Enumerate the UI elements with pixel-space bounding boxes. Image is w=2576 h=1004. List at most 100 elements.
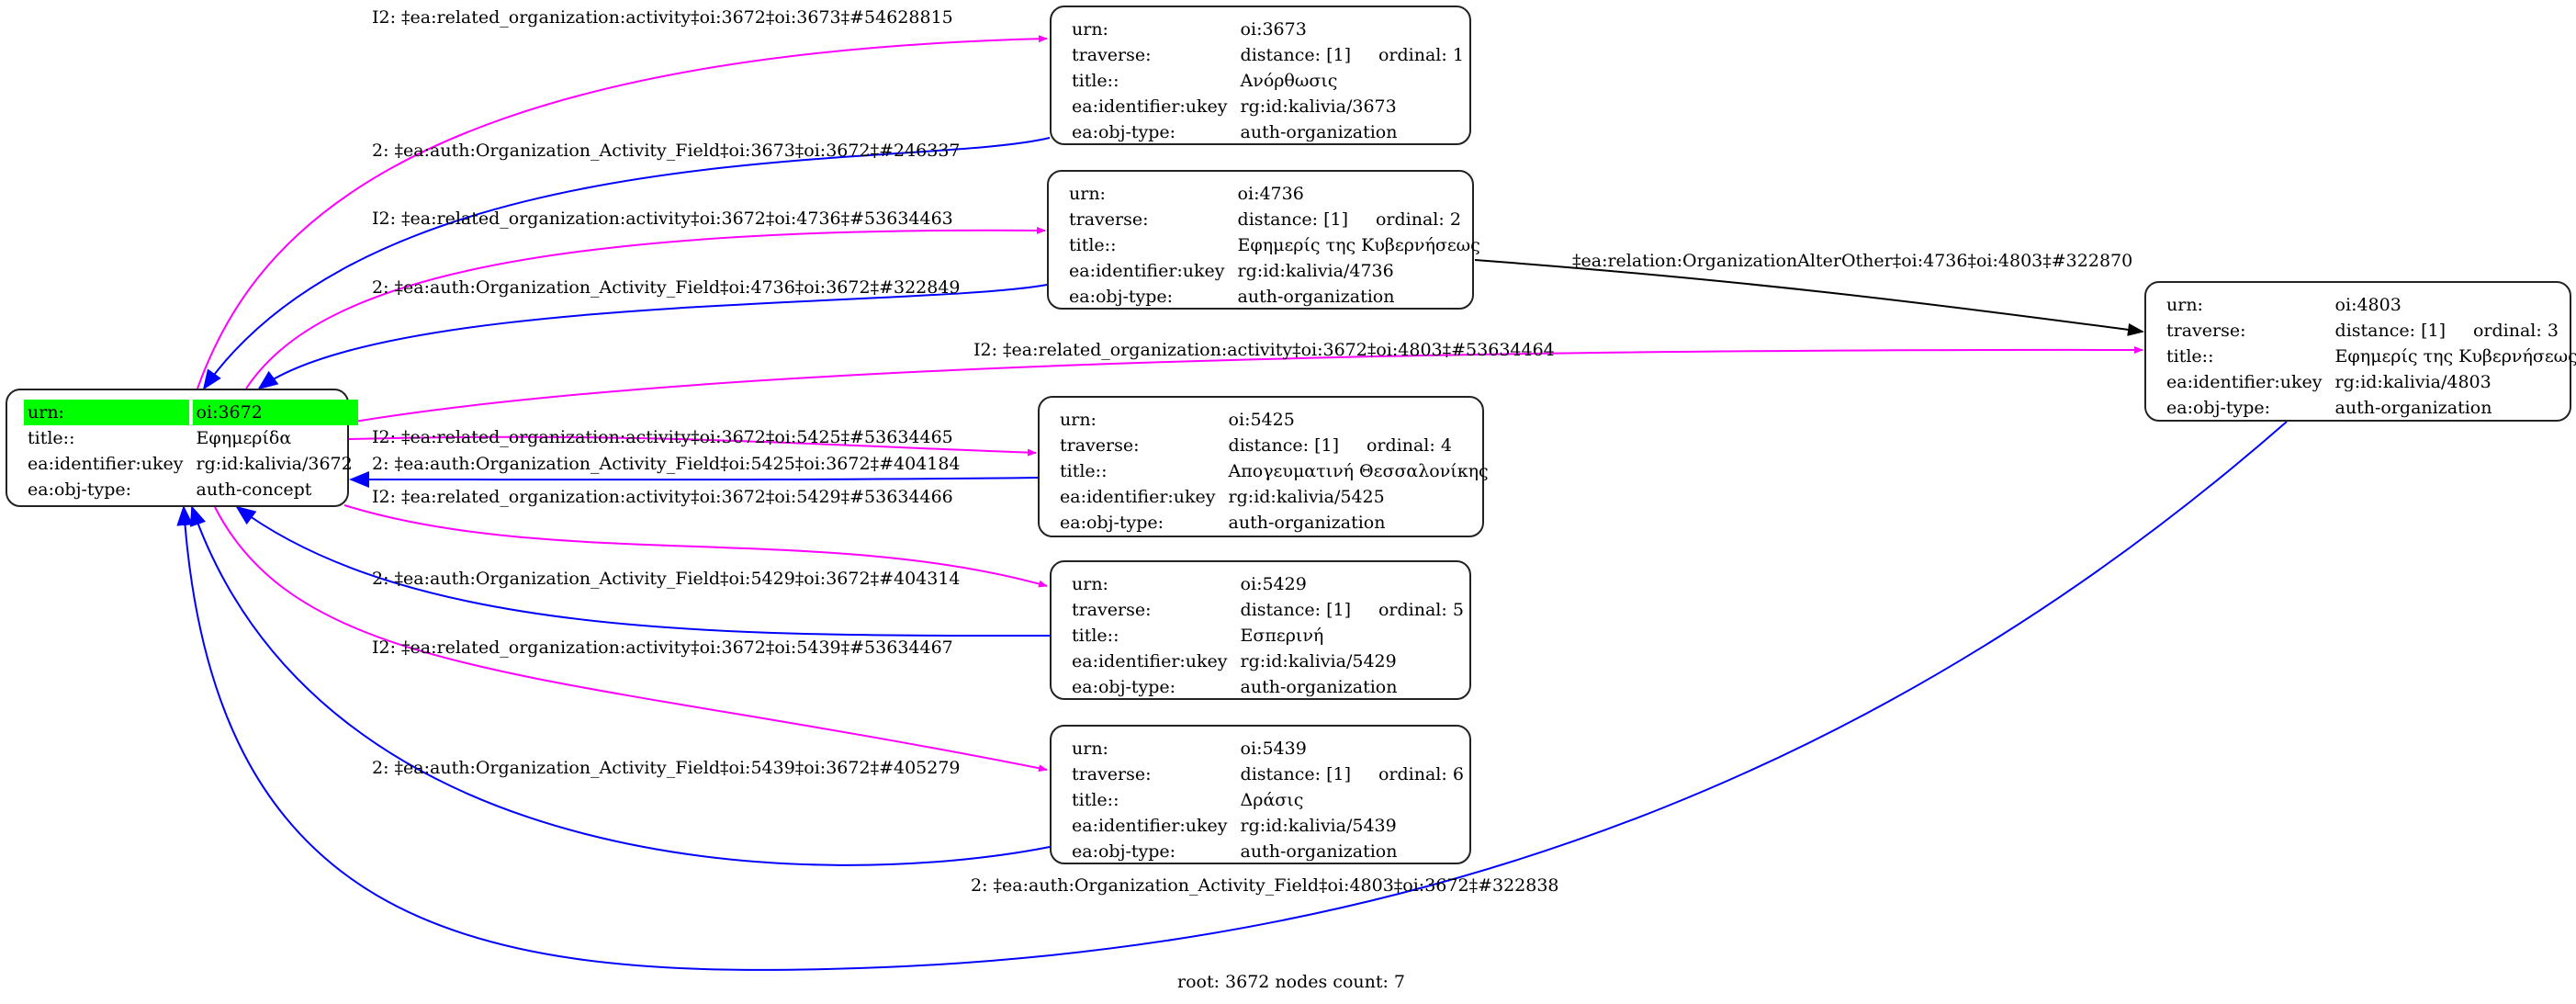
row-urn: urn: oi:5439 [1068, 736, 1469, 761]
edge-related-3672-to-5425 [348, 435, 1037, 457]
row-traverse: traverse: distance: [1] ordinal: 4 [1056, 433, 1494, 458]
row-urn: urn:oi:3673 [1068, 17, 1469, 42]
row-key: ea:identifier:ukey [28, 454, 184, 474]
row-key: ea:identifier:ukey [1072, 816, 1228, 836]
ukey-value: rg:id:kalivia/5429 [1240, 651, 1397, 671]
edge-related-3672-to-5439 [214, 506, 1048, 773]
row-title: title::Ανόρθωσις [1068, 68, 1469, 94]
row-key: title:: [1072, 71, 1119, 91]
objtype-value: auth-organization [1240, 677, 1398, 697]
edge-auth-4736-to-3672 [257, 284, 1048, 390]
row-key: traverse: [1072, 764, 1152, 784]
node-5425[interactable]: urn: oi:5425 traverse: distance: [1] ordinal… [1038, 396, 1489, 537]
row-traverse: traverse: distance: [1] ordinal: 6 [1068, 761, 1469, 787]
title-value: Δράσις [1240, 790, 1304, 810]
edge-label: 2: ‡ea:auth:Organization_Activity_Field‡… [372, 454, 961, 474]
traverse-value: distance: [1] ordinal: 4 [1225, 433, 1494, 458]
row-key: urn: [2166, 295, 2203, 315]
edge-label: I2: ‡ea:related_organization:activity‡oi… [973, 340, 1555, 360]
ordinal-value: ordinal: 4 [1366, 435, 1452, 456]
distance-value: distance: [1] [1228, 435, 1339, 456]
title-value: Εφημερίς της Κυβερνήσεως [2334, 346, 2576, 367]
row-key: ea:obj-type: [1072, 841, 1176, 862]
root-row-title: title:: Εφημερίδα [24, 425, 358, 451]
edge-label: I2: ‡ea:related_organization:activity‡oi… [372, 209, 953, 229]
row-value: auth-concept [196, 479, 312, 500]
row-key: ea:obj-type: [28, 479, 132, 500]
traverse-value: distance: [1] ordinal: 5 [1237, 597, 1469, 623]
urn-value: oi:4736 [1237, 184, 1304, 204]
row-key: title:: [2166, 346, 2214, 367]
row-value: oi:3672 [192, 400, 358, 425]
distance-value: distance: [1] [2334, 321, 2446, 341]
distance-value: distance: [1] [1240, 764, 1351, 784]
node-4803[interactable]: urn: oi:4803 traverse: distance: [1] ordinal… [2144, 281, 2576, 422]
traverse-value: distance: [1] ordinal: 1 [1237, 42, 1469, 68]
row-key: ea:identifier:ukey [2166, 372, 2323, 392]
urn-value: oi:5425 [1228, 410, 1295, 430]
objtype-value: auth-organization [1237, 287, 1395, 307]
row-key: urn: [1072, 574, 1108, 594]
row-key: title:: [28, 428, 75, 448]
row-urn: urn: oi:5425 [1056, 407, 1494, 433]
row-title: title::Εσπερινή [1068, 623, 1469, 649]
edge-label: ‡ea:relation:OrganizationAlterOther‡oi:4… [1572, 251, 2133, 271]
objtype-value: auth-organization [1240, 122, 1398, 142]
row-ukey: ea:identifier:ukey rg:id:kalivia/5429 [1068, 649, 1469, 674]
row-key: traverse: [1072, 600, 1152, 620]
urn-value: oi:5439 [1240, 739, 1307, 759]
row-key: title:: [1072, 626, 1119, 646]
distance-value: distance: [1] [1240, 600, 1351, 620]
objtype-value: auth-organization [2334, 398, 2492, 418]
row-key: ea:obj-type: [1060, 513, 1164, 533]
node-5439[interactable]: urn: oi:5439 traverse: distance: [1] ordinal… [1050, 725, 1471, 864]
edge-related-3672-to-3673 [197, 35, 1048, 389]
ordinal-value: ordinal: 5 [1378, 600, 1464, 620]
row-key: urn: [1072, 739, 1108, 759]
objtype-value: auth-organization [1228, 513, 1386, 533]
traverse-value: distance: [1] ordinal: 3 [2332, 318, 2576, 344]
row-urn: urn: oi:5429 [1068, 571, 1469, 597]
row-key: ea:obj-type: [1072, 677, 1176, 697]
urn-value: oi:4803 [2334, 295, 2402, 315]
row-objtype: ea:obj-type: auth-organization [1068, 674, 1469, 700]
row-key: title:: [1072, 790, 1119, 810]
ordinal-value: ordinal: 6 [1378, 764, 1464, 784]
edge-auth-3673-to-3672 [202, 137, 1051, 390]
traverse-value: distance: [1] ordinal: 6 [1237, 761, 1469, 787]
row-value: rg:id:kalivia/3672 [196, 454, 353, 474]
row-objtype: ea:obj-type: auth-organization [1056, 510, 1494, 536]
title-value: Ανόρθωσις [1240, 71, 1338, 91]
edge-label: 2: ‡ea:auth:Organization_Activity_Field‡… [372, 277, 961, 298]
row-objtype: ea:obj-type:auth-organization [2163, 395, 2576, 421]
urn-value: oi:3673 [1240, 19, 1307, 39]
row-key: urn: [1060, 410, 1097, 430]
row-key: traverse: [2166, 321, 2246, 341]
title-value: Εσπερινή [1240, 626, 1324, 646]
row-title: title::Δράσις [1068, 787, 1469, 813]
distance-value: distance: [1] [1240, 45, 1351, 65]
ordinal-value: ordinal: 3 [2472, 321, 2559, 341]
row-key: traverse: [1060, 435, 1140, 456]
edge-related-3672-to-4736 [245, 226, 1046, 389]
root-row-urn: urn: oi:3672 [24, 400, 358, 425]
row-urn: urn: oi:4803 [2163, 292, 2576, 318]
edge-auth-5425-to-3672 [349, 471, 1039, 489]
edge-related-3672-to-5429 [343, 504, 1048, 588]
node-5429[interactable]: urn: oi:5429 traverse: distance: [1] ordinal… [1050, 560, 1471, 700]
row-key: ea:identifier:ukey [1072, 651, 1228, 671]
row-traverse: traverse: distance: [1] ordinal: 5 [1068, 597, 1469, 623]
ukey-value: rg:id:kalivia/5425 [1228, 487, 1385, 507]
ukey-value: rg:id:kalivia/5439 [1240, 816, 1397, 836]
root-node-3672[interactable]: urn: oi:3672 title:: Εφημερίδα ea:identi… [6, 389, 358, 507]
row-objtype: ea:obj-type:auth-organization [1065, 284, 1486, 310]
ordinal-value: ordinal: 1 [1378, 45, 1464, 65]
row-key: title:: [1069, 235, 1117, 255]
row-objtype: ea:obj-type:auth-organization [1068, 839, 1469, 864]
urn-value: oi:5429 [1240, 574, 1307, 594]
title-value: Απογευματινή Θεσσαλονίκης [1228, 461, 1489, 481]
